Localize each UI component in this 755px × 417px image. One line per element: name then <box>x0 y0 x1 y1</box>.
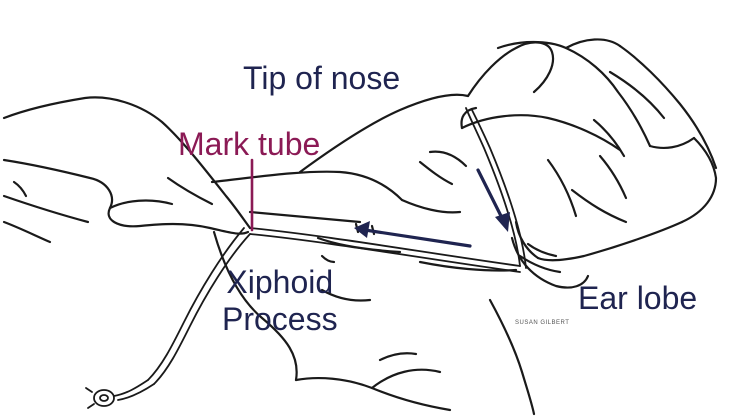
ear-outline <box>512 238 588 288</box>
artist-credit: SUSAN GILBERT <box>515 320 569 326</box>
tip-of-nose-label: Tip of nose <box>243 62 400 94</box>
left-hand-outline <box>4 97 250 242</box>
right-hand-outline <box>420 39 716 260</box>
xiphoid-label-line1: Xiphoid <box>222 264 338 301</box>
xiphoid-process-label: Xiphoid Process <box>222 264 338 338</box>
ear-lobe-label: Ear lobe <box>578 282 697 314</box>
mark-tube-label: Mark tube <box>178 128 320 160</box>
xiphoid-label-line2: Process <box>222 301 338 338</box>
